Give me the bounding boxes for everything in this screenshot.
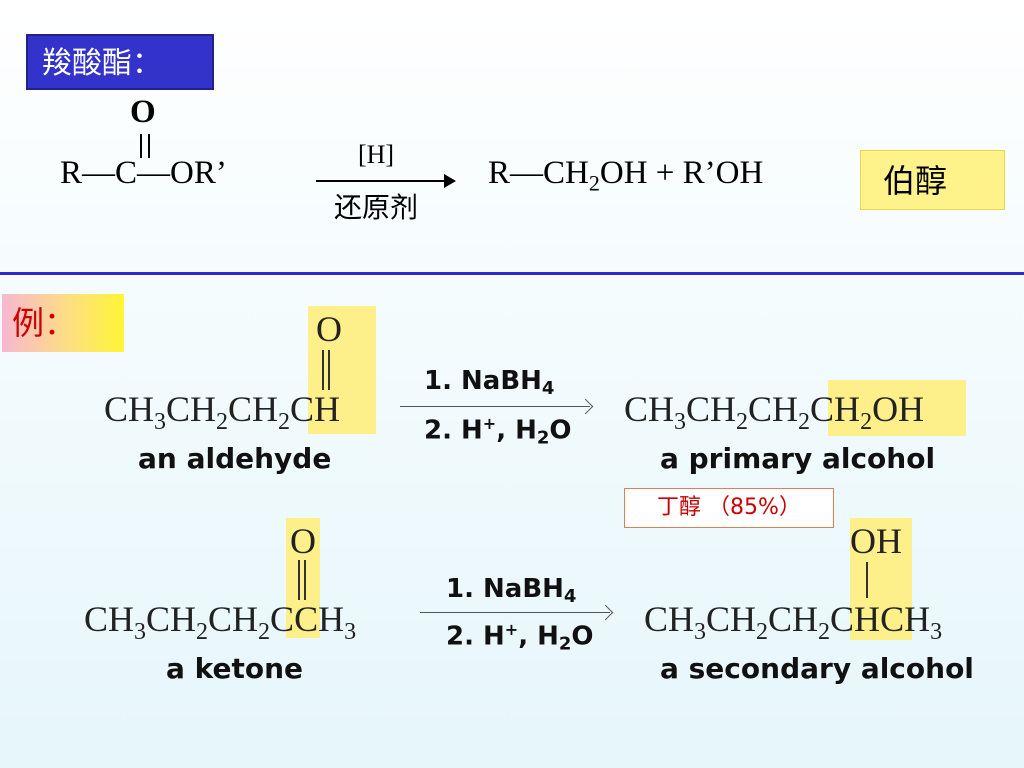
ester-reactant: R—C—OR’ [60, 155, 227, 191]
carbonyl-oxygen: O [130, 94, 156, 130]
section-divider [0, 272, 1024, 275]
ketone-oxygen: O [290, 521, 316, 561]
reagent-h: [H] [358, 140, 395, 169]
primary-alcohol-highlight [828, 380, 966, 436]
secondary-alcohol-highlight [850, 518, 912, 640]
aldehyde-oxygen: O [316, 309, 342, 349]
aldehyde-double-bond [322, 350, 330, 390]
reagent-line2: 2. H+, H2O [424, 414, 572, 449]
example-label: 例： [2, 294, 124, 352]
secondary-alcohol-formula: CH3CH2CH2CHCH3 [644, 599, 943, 645]
primary-alcohol-formula: CH3CH2CH2CH2OH [624, 389, 925, 435]
arrow-head-icon [597, 604, 614, 621]
single-bond [866, 562, 868, 598]
primary-alcohol-tag: 伯醇 [860, 150, 1005, 210]
yield-note: 丁醇 （85%） [624, 488, 834, 528]
ketone-caption: a ketone [166, 652, 304, 685]
primary-alcohol-caption: a primary alcohol [660, 442, 936, 475]
reaction-arrow [316, 180, 452, 182]
aldehyde-caption: an aldehyde [138, 442, 332, 475]
secondary-alcohol-caption: a secondary alcohol [660, 652, 974, 685]
ketone-highlight [286, 518, 320, 638]
reagent-line1: 1. NaBH4 [424, 366, 555, 399]
reducing-agent-label: 还原剂 [334, 191, 419, 224]
ketone-formula: CH3CH2CH2CCH3 [84, 599, 357, 645]
reaction-arrow [420, 612, 610, 613]
reagent-line2: 2. H+, H2O [446, 620, 594, 655]
secondary-alcohol-oh: OH [850, 521, 902, 561]
reaction-arrow [400, 406, 590, 407]
reagent-line1: 1. NaBH4 [446, 574, 577, 607]
aldehyde-formula: CH3CH2CH2CH [104, 389, 341, 435]
ketone-double-bond [298, 560, 306, 600]
arrow-head-icon [444, 174, 456, 188]
double-bond [140, 134, 150, 158]
aldehyde-highlight [308, 306, 376, 434]
section-title: 羧酸酯： [26, 34, 214, 90]
ester-products: R—CH2OH + R’OH [488, 155, 764, 196]
arrow-head-icon [577, 398, 594, 415]
